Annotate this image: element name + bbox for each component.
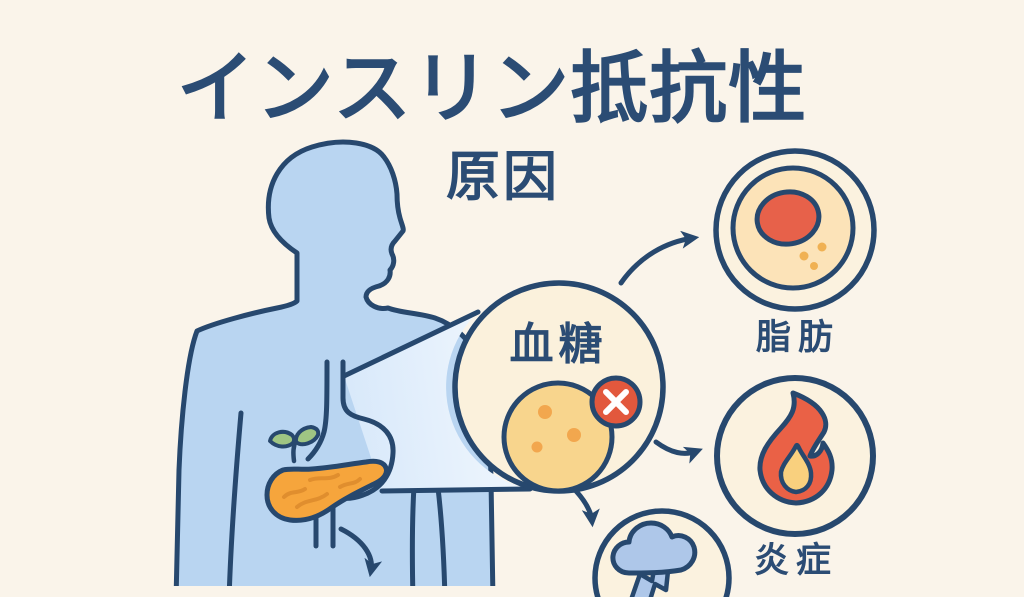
blood-sugar-label: 血糖 (509, 319, 608, 370)
storm-cloud-icon (610, 520, 698, 597)
sprout-leaf-right (293, 425, 321, 447)
arrow-to-fat-cell (618, 230, 700, 286)
pancreas-arrow (338, 526, 383, 578)
page-title: インスリン抵抗性 (176, 44, 808, 134)
page-subtitle: 原因 (446, 145, 560, 208)
left-arm-line (226, 410, 244, 597)
pancreas-icon (264, 425, 389, 523)
sprout-leaf-left (268, 429, 297, 449)
pancreas-veins (282, 473, 362, 509)
bottom-crop-strip (0, 586, 560, 597)
right-torso-line (409, 483, 417, 597)
flame-icon (757, 390, 835, 506)
inflammation-label: 炎症 (753, 541, 838, 581)
fat-cell-label: 脂肪 (755, 318, 840, 358)
fat-cell-icon (713, 148, 877, 312)
x-badge-icon (589, 375, 643, 429)
fat-nucleus (754, 189, 822, 247)
connector-arrows (573, 230, 703, 528)
stress-circle (592, 508, 732, 597)
cloud-shape (610, 520, 698, 576)
arrow-to-stress-cloud (573, 488, 600, 528)
glucose-molecule-icon (501, 380, 615, 494)
blood-magnifier-circle (452, 280, 666, 494)
inflammation-circle (714, 375, 876, 537)
arrow-to-inflammation (653, 439, 703, 464)
